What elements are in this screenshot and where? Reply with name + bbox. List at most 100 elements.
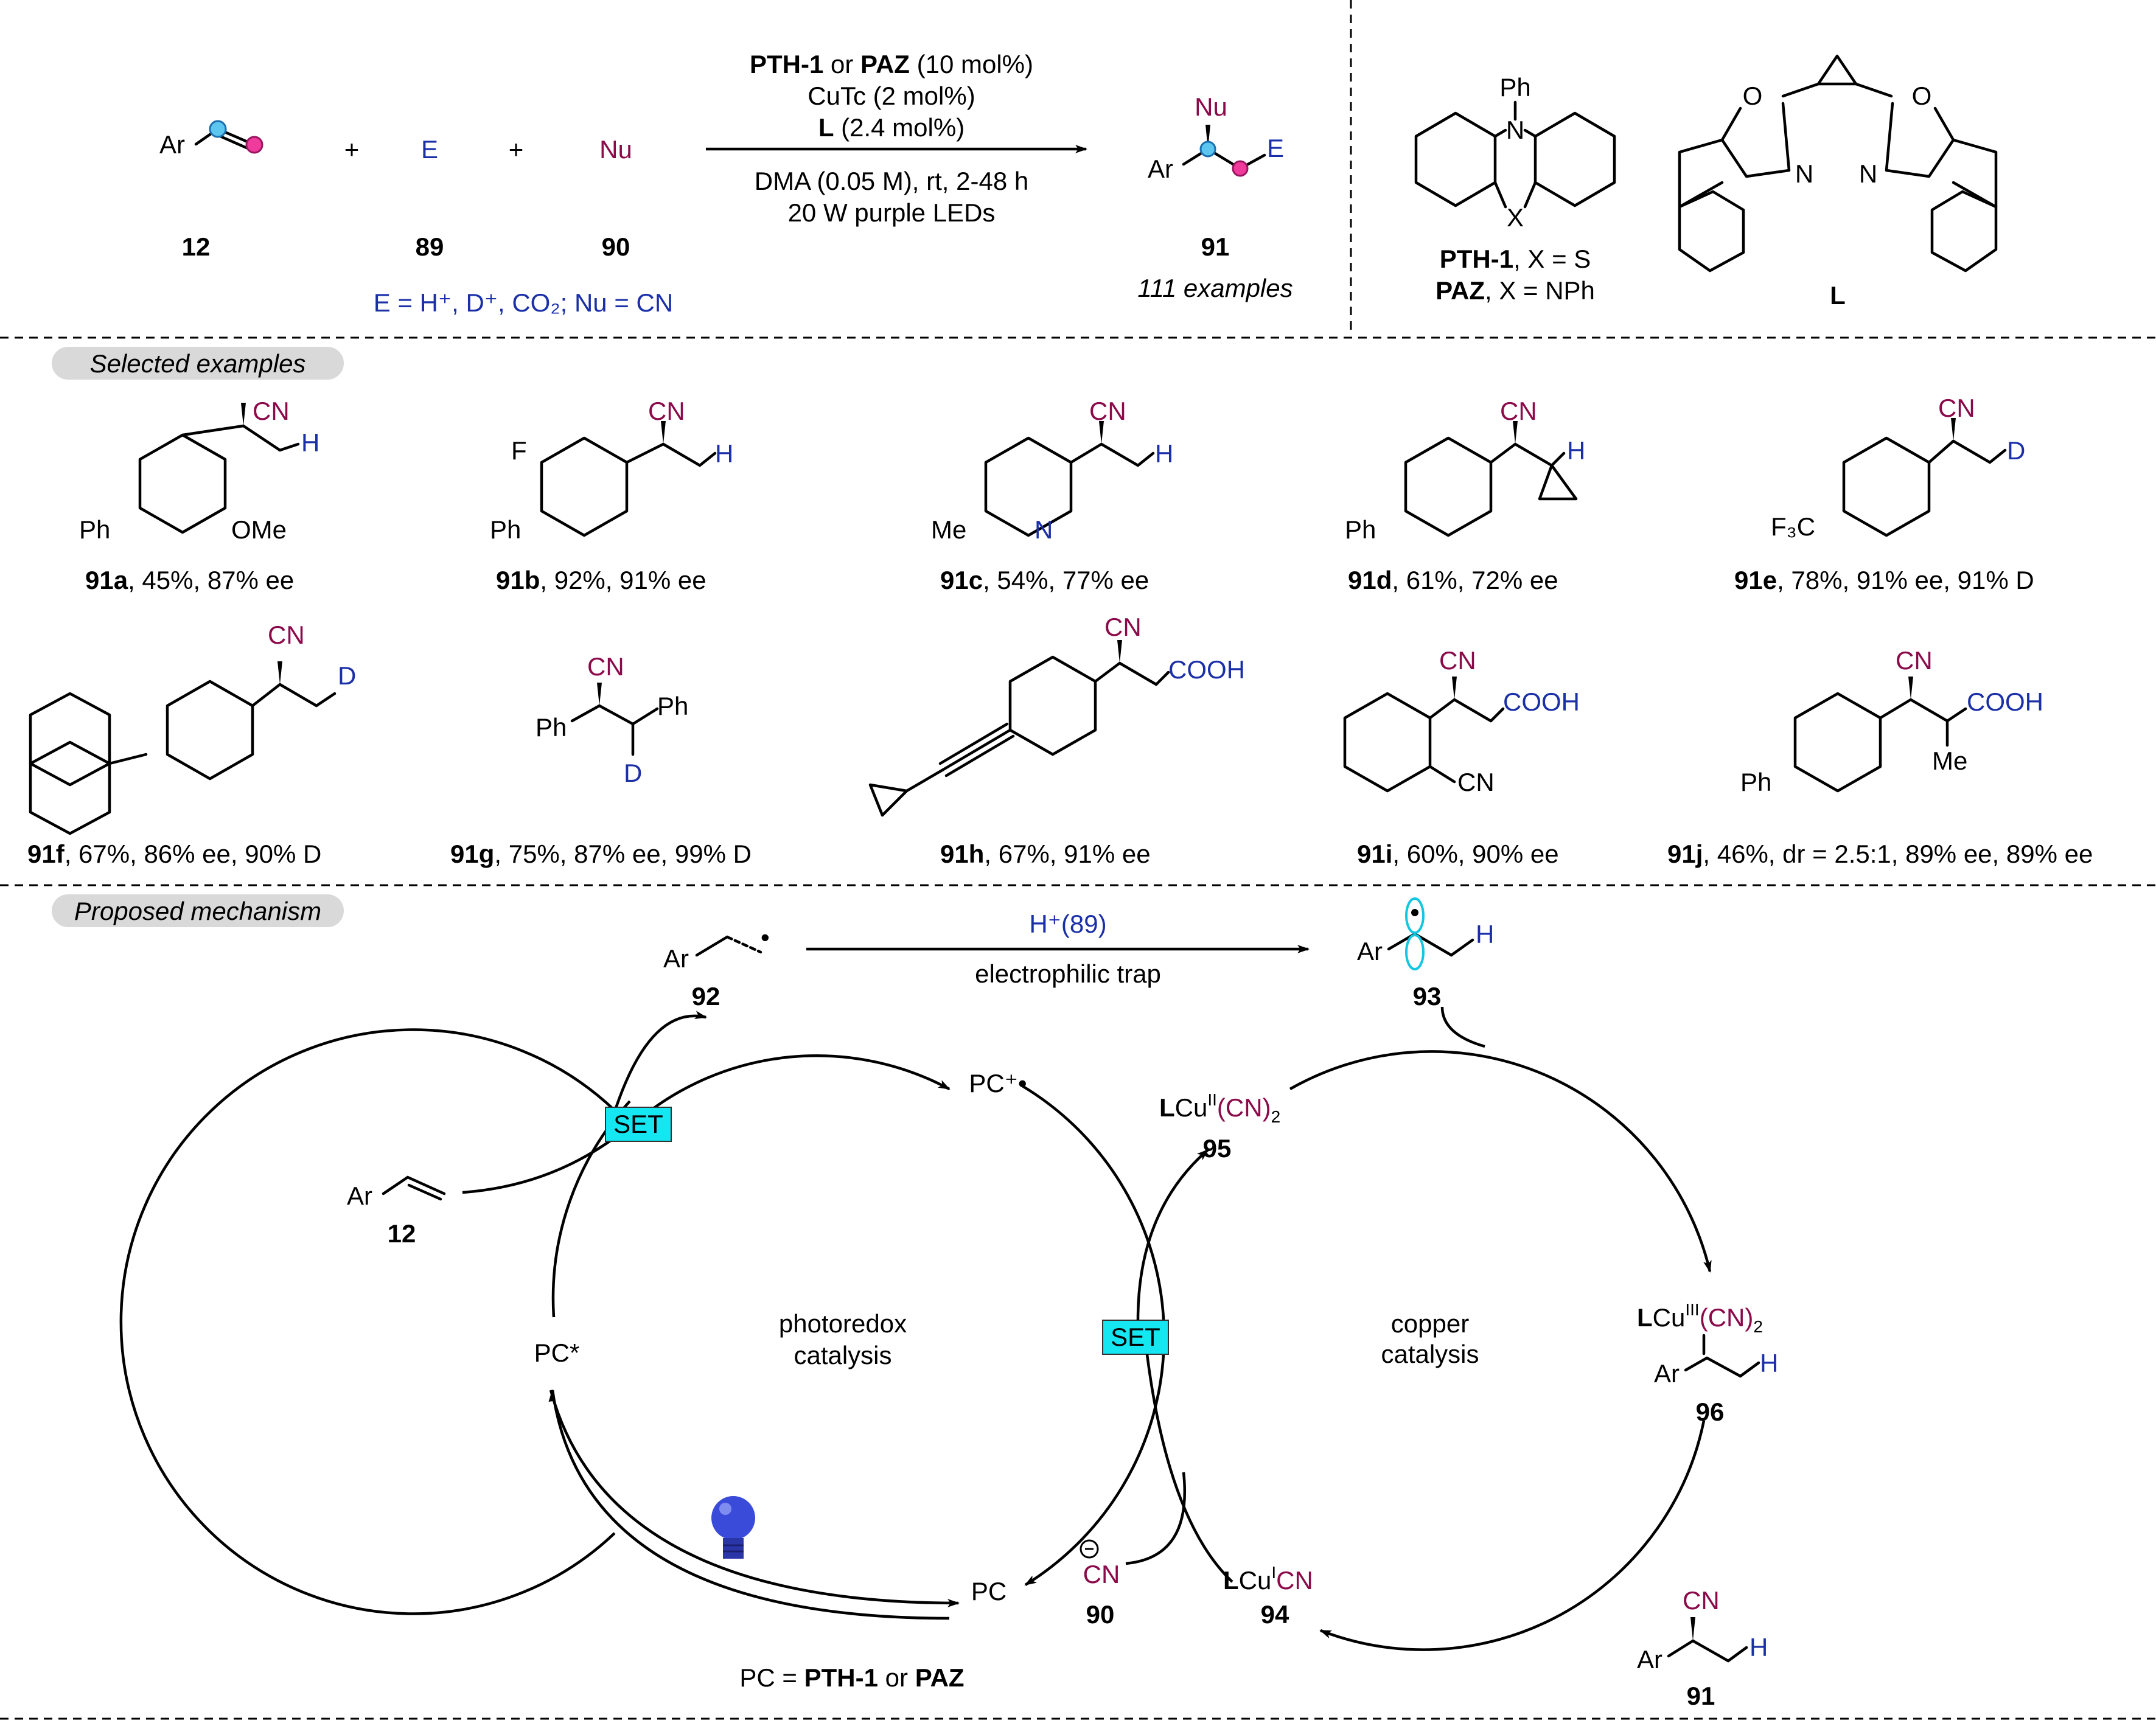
ph-91d: Ph <box>1345 515 1376 544</box>
cooh-91i: COOH <box>1503 687 1580 716</box>
cooh-91j: COOH <box>1967 687 2043 716</box>
photoredox-label-2: catalysis <box>794 1341 891 1369</box>
product-91-structure: Nu Ar E 91 111 examples <box>1137 92 1293 302</box>
example-91i: CN COOH CN 91i, 60%, 90% ee <box>1343 646 1580 868</box>
cyanide-label: CN <box>1083 1560 1120 1589</box>
id-12-mech: 12 <box>388 1219 416 1248</box>
cooh-91h: COOH <box>1168 655 1245 684</box>
photoredox-label-1: photoredox <box>779 1309 907 1338</box>
label-91h: 91h, 67%, 91% ee <box>940 840 1151 868</box>
photocatalyst-structure: Ph N X PTH-1, X = S PAZ, X = NPh <box>1414 73 1616 305</box>
ph-91g-right: Ph <box>657 692 688 720</box>
pc-ground: PC <box>971 1577 1006 1606</box>
label-91f: 91f, 67%, 86% ee, 90% D <box>27 840 321 868</box>
mechanism-section: Proposed mechanism H⁺(89) electrophilic … <box>52 894 1778 1710</box>
h-96: H <box>1760 1349 1778 1377</box>
conditions-solvent-line: DMA (0.05 M), rt, 2-48 h <box>755 167 1028 195</box>
me-91j: Me <box>1932 746 1967 775</box>
example-91e: CN D F₃C 91e, 78%, 91% ee, 91% D <box>1734 394 2034 594</box>
pth-definition: PTH-1, X = S <box>1440 245 1591 273</box>
label-91a: 91a, 45%, 87% ee <box>85 566 294 594</box>
ligand-id: L <box>1830 281 1846 310</box>
selected-examples-pill <box>52 347 344 380</box>
scope-note: E = H⁺, D⁺, CO₂; Nu = CN <box>374 288 673 317</box>
cu1-complex: LCuICN <box>1223 1563 1313 1595</box>
ome-91a: OMe <box>231 515 287 544</box>
cu2-complex: LCuII(CN)2 <box>1159 1090 1280 1126</box>
cyanide-90: CN 90 <box>1080 1539 1120 1629</box>
cn-91a: CN <box>253 397 290 425</box>
ar-91: Ar <box>1637 1645 1662 1674</box>
h-91c: H <box>1155 439 1173 468</box>
ligand-n-right: N <box>1859 159 1877 188</box>
electrophile-arrow-label: H⁺(89) <box>1029 910 1106 938</box>
cn-91d: CN <box>1500 397 1537 425</box>
product-nu: Nu <box>1195 92 1227 121</box>
ar-12: Ar <box>347 1181 372 1210</box>
ph-91g-left: Ph <box>536 713 567 742</box>
cn-91j: CN <box>1896 646 1933 675</box>
example-91f: CN D 91f, 67%, 86% ee, 90% D <box>27 621 356 868</box>
example-91j: CN COOH Me Ph 91j, 46%, dr = 2.5:1, 89% … <box>1667 646 2093 868</box>
mechanism-header: Proposed mechanism <box>74 897 321 925</box>
examples-count: 111 examples <box>1137 274 1293 302</box>
copper-label-2: catalysis <box>1381 1340 1479 1368</box>
ligand-o-left: O <box>1743 82 1763 110</box>
ar-92: Ar <box>663 944 689 973</box>
general-reaction: Ar 12 + E 89 + Nu 90 E = H⁺, D⁺, CO₂; Nu… <box>159 50 1998 317</box>
reaction-conditions: PTH-1 or PAZ (10 mol%) CuTc (2 mol%) L (… <box>706 50 1087 227</box>
light-bulb-icon <box>711 1496 755 1559</box>
h-91-mech: H <box>1750 1633 1768 1662</box>
example-91h: CN COOH 91h, 67%, 91% ee <box>868 613 1245 868</box>
radical-93: Ar H 93 <box>1357 897 1494 1011</box>
label-91e: 91e, 78%, 91% ee, 91% D <box>1734 566 2034 594</box>
example-91b: CN H F Ph 91b, 92%, 91% ee <box>490 397 733 594</box>
example-91c: CN H N Me 91c, 54%, 77% ee <box>931 397 1173 594</box>
mechanism-pill <box>52 894 344 927</box>
h-91d: H <box>1567 436 1585 465</box>
ligand-structure: O N O N L <box>1678 54 1998 310</box>
ar-93: Ar <box>1357 937 1383 966</box>
ar-96: Ar <box>1654 1359 1680 1388</box>
alkene-id: 12 <box>182 232 211 261</box>
id-96: 96 <box>1696 1397 1725 1426</box>
d-91e: D <box>2007 436 2025 465</box>
product-ar: Ar <box>1148 155 1173 183</box>
label-91i: 91i, 60%, 90% ee <box>1357 840 1559 868</box>
f3c-91e: F₃C <box>1771 512 1815 541</box>
product-e: E <box>1267 134 1284 162</box>
radical-dot-92: • <box>761 923 770 952</box>
cu2-id: 95 <box>1203 1134 1232 1163</box>
label-91b: 91b, 92%, 91% ee <box>496 566 706 594</box>
photoredox-cycle: SET Ar 12 PC⁺• PC* PC photoredox catalys… <box>119 1011 1166 1692</box>
ph-91j: Ph <box>1740 768 1771 796</box>
conditions-copper-line: CuTc (2 mol%) <box>808 82 975 110</box>
set-label-2: SET <box>1111 1323 1160 1351</box>
cn-91g: CN <box>587 652 624 681</box>
selected-examples-section: Selected examples CN H Ph OMe 91a, 45%, … <box>27 347 2093 868</box>
label-91j: 91j, 46%, dr = 2.5:1, 89% ee, 89% ee <box>1667 840 2093 868</box>
id-91-mech: 91 <box>1687 1682 1715 1710</box>
product-91-mech: Ar CN H 91 <box>1637 1586 1768 1710</box>
conditions-light-line: 20 W purple LEDs <box>788 198 996 227</box>
plus-sign-1: + <box>344 135 360 164</box>
id-92: 92 <box>692 982 720 1011</box>
cn-91i: CN <box>1439 646 1476 675</box>
conditions-ligand-line: L (2.4 mol%) <box>818 113 965 142</box>
paz-definition: PAZ, X = NPh <box>1436 276 1595 305</box>
set-box-2 <box>1102 1320 1169 1355</box>
pc-ph-label: Ph <box>1499 73 1530 102</box>
example-91g: CN Ph Ph D 91g, 75%, 87% ee, 99% D <box>450 652 752 868</box>
set-label-1: SET <box>613 1110 663 1138</box>
ligand-n-left: N <box>1795 159 1813 188</box>
label-91d: 91d, 61%, 72% ee <box>1348 566 1558 594</box>
cn-91f: CN <box>268 621 305 649</box>
cn-91i-aryl: CN <box>1457 768 1495 796</box>
set-box-1 <box>605 1107 672 1142</box>
label-91c: 91c, 54%, 77% ee <box>940 566 1149 594</box>
label-91g: 91g, 75%, 87% ee, 99% D <box>450 840 752 868</box>
cn-91-mech: CN <box>1683 1586 1720 1615</box>
h-91a: H <box>301 428 319 457</box>
